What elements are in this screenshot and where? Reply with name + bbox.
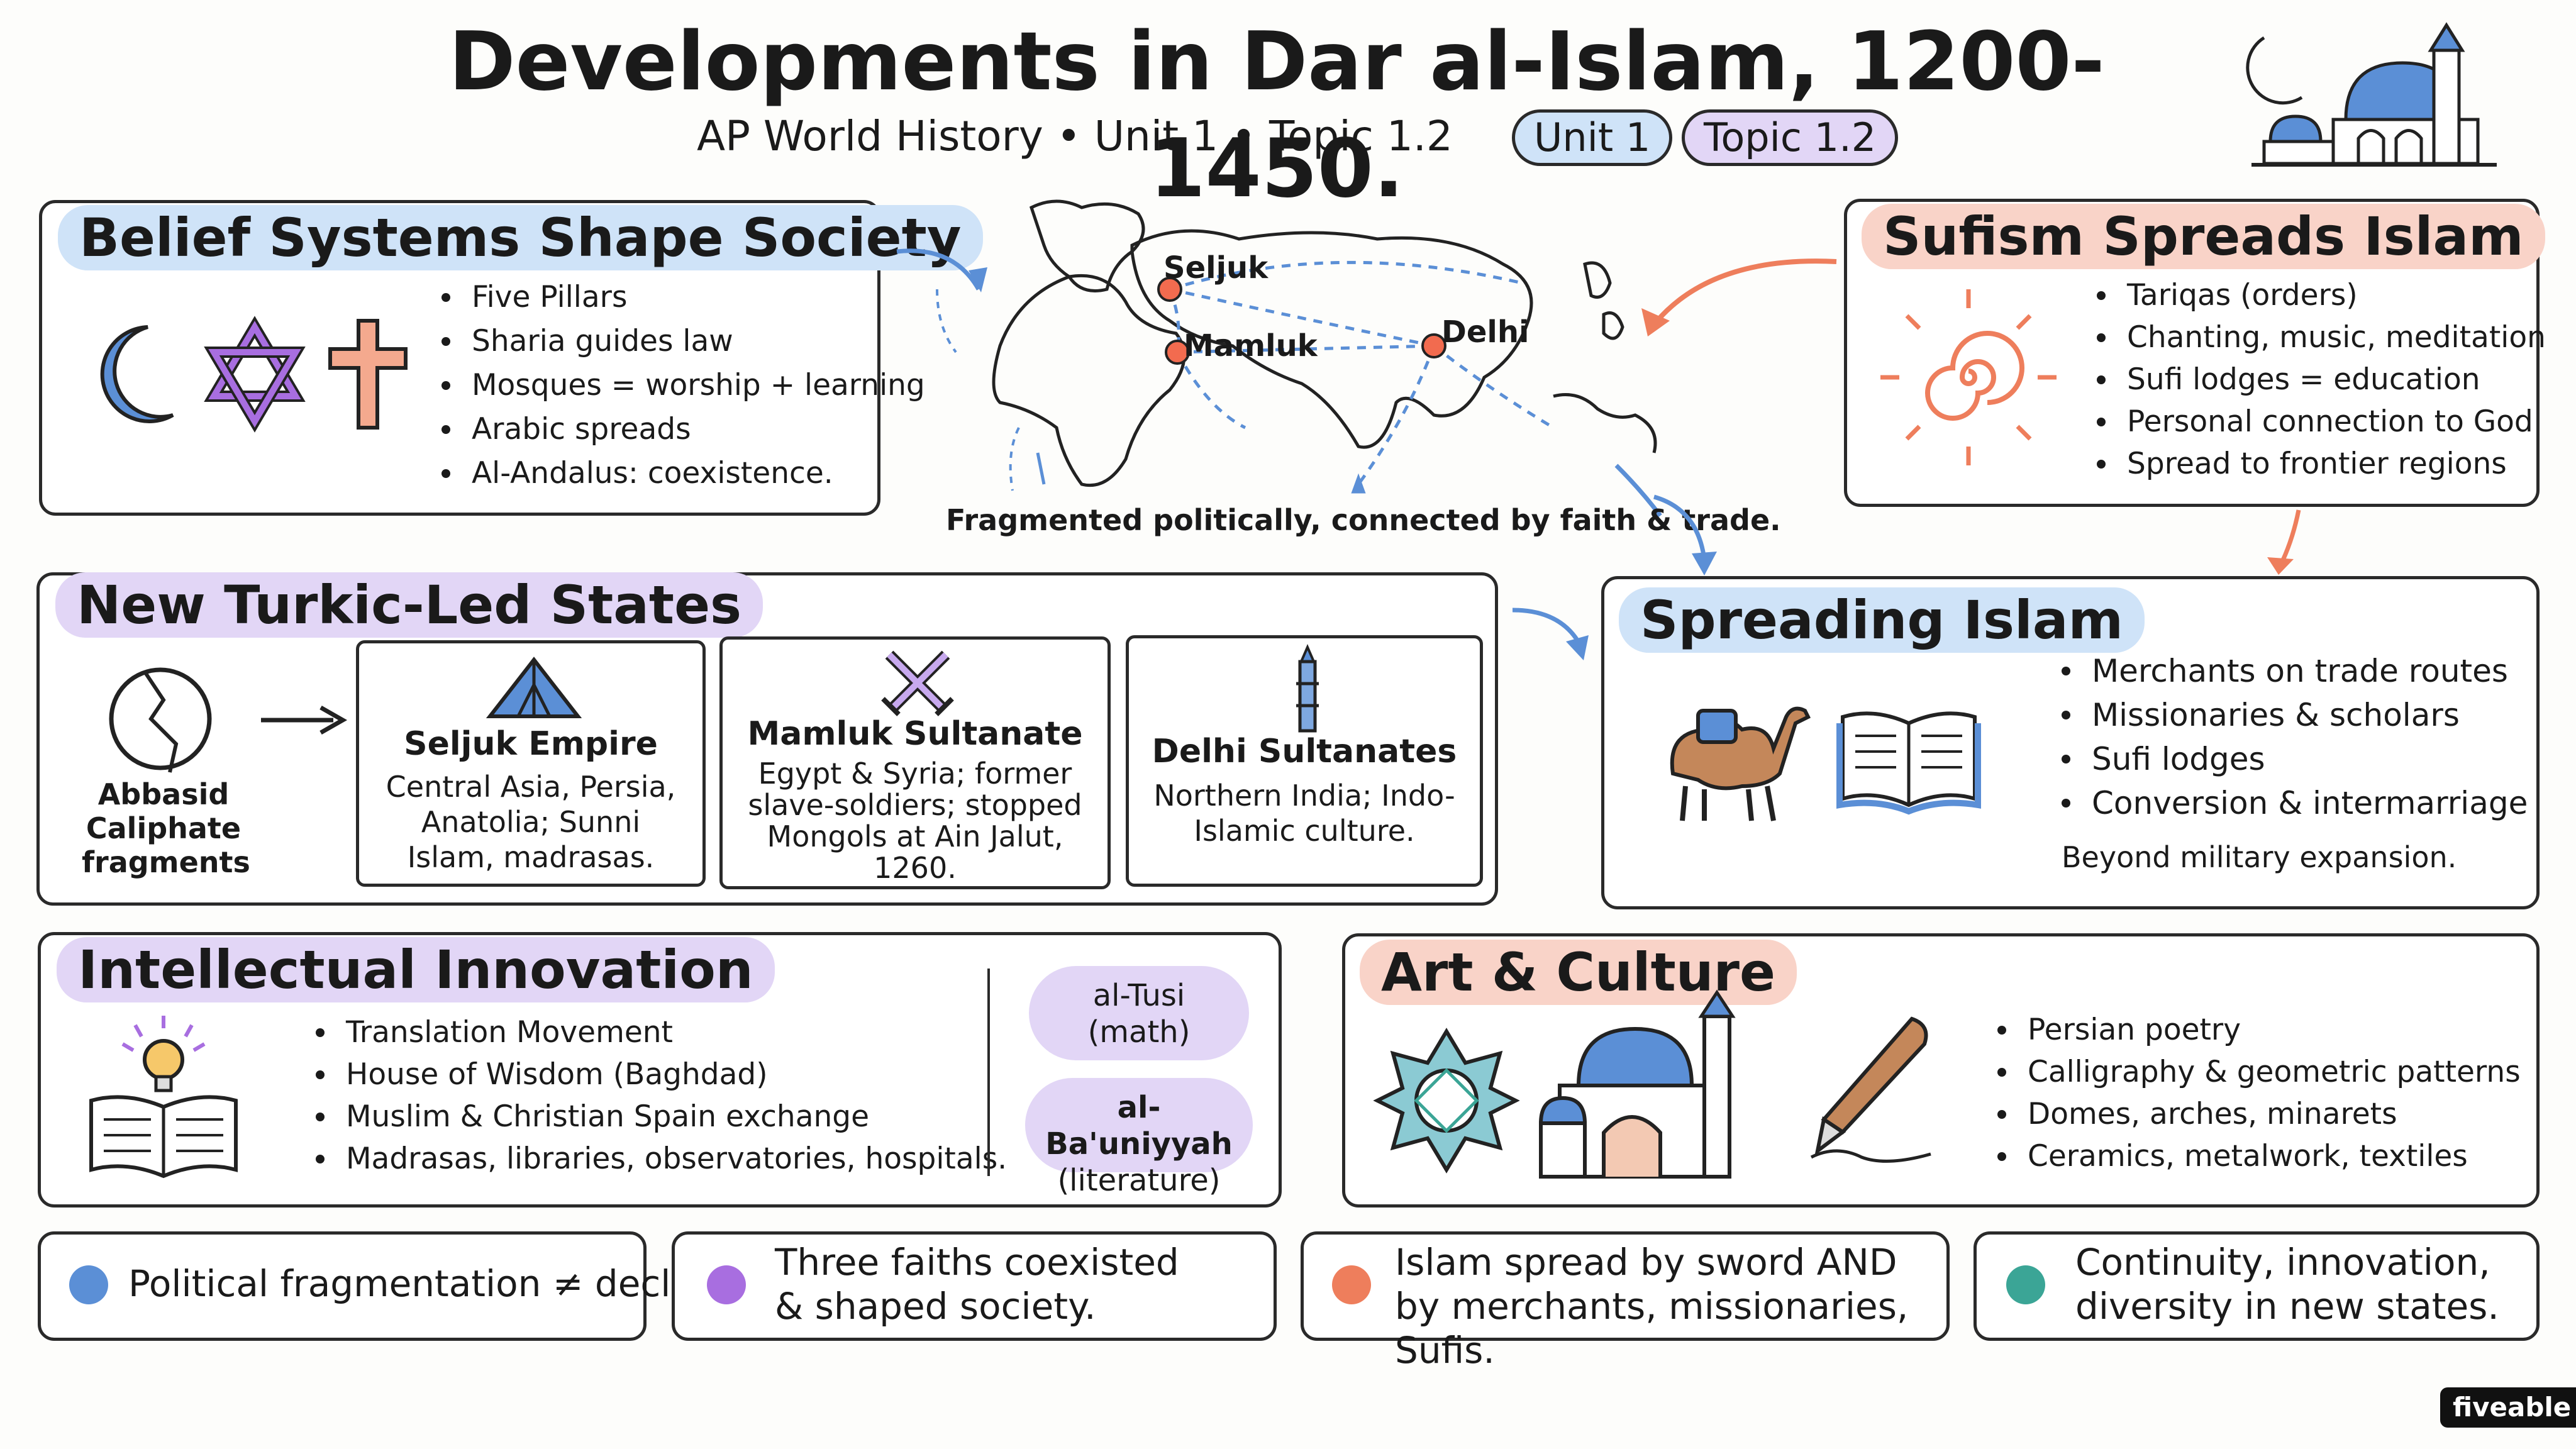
list-item: Sufi lodges (2057, 737, 2528, 781)
cross-icon (328, 319, 408, 430)
crossed-swords-icon (881, 650, 954, 716)
mosque-header-icon (2246, 22, 2497, 167)
open-book-icon (1836, 711, 1981, 815)
page-subtitle: AP World History • Unit 1 • Topic 1.2 (697, 112, 1453, 160)
topic-tag: Topic 1.2 (1682, 109, 1899, 166)
takeaway-card-2 (672, 1231, 1277, 1341)
list-item: Missionaries & scholars (2057, 693, 2528, 737)
list-item: Merchants on trade routes (2057, 649, 2528, 693)
list-item: Madrasas, libraries, observatories, hosp… (311, 1138, 1007, 1180)
spiral-sun-icon (1880, 289, 2057, 465)
person-bauniyyah: al-Ba'uniyyah (literature) (1025, 1078, 1253, 1198)
list-item: Conversion & intermarriage (2057, 781, 2528, 825)
takeaway-dot-blue (69, 1265, 108, 1304)
arrow-right-icon (261, 705, 348, 735)
divider (987, 969, 990, 1176)
seljuk-card: Seljuk Empire Central Asia, Persia, Anat… (356, 640, 706, 887)
map-label-seljuk: Seljuk (1163, 250, 1269, 286)
list-item: Persian poetry (1992, 1009, 2521, 1051)
world-map (896, 199, 1662, 518)
seljuk-marker (1157, 277, 1182, 302)
takeaway-card-1 (38, 1231, 647, 1341)
person-bauniyyah-name: al-Ba'uniyyah (1045, 1090, 1233, 1162)
tent-icon (486, 657, 582, 718)
takeaway-dot-salmon (1332, 1265, 1371, 1304)
belief-systems-title: Belief Systems Shape Society (58, 205, 983, 270)
list-item: Sharia guides law (436, 319, 925, 364)
art-culture-title: Art & Culture (1360, 940, 1797, 1005)
minaret-icon (1296, 643, 1319, 733)
mamluk-name: Mamluk Sultanate (747, 715, 1083, 753)
seljuk-name: Seljuk Empire (404, 725, 658, 763)
star-of-david-icon (204, 316, 306, 433)
list-item: Calligraphy & geometric patterns (1992, 1051, 2521, 1093)
list-item: House of Wisdom (Baghdad) (311, 1053, 1007, 1096)
takeaway-text-1: Political fragmentation ≠ decline. (128, 1262, 738, 1305)
crescent-icon (100, 325, 174, 423)
camel-icon (1670, 706, 1811, 821)
list-item: Personal connection to God (2092, 401, 2546, 443)
sufism-bullets: Tariqas (orders) Chanting, music, medita… (2092, 274, 2546, 485)
mamluk-text: Egypt & Syria; former slave-soldiers; st… (748, 757, 1082, 885)
person-tusi-field: (math) (1087, 1014, 1191, 1050)
takeaway-dot-teal (2006, 1265, 2045, 1304)
intellectual-title: Intellectual Innovation (57, 937, 775, 1002)
takeaway-text-2: Three faiths coexisted & shaped society. (775, 1241, 1179, 1328)
spreading-islam-title: Spreading Islam (1619, 587, 2145, 653)
seljuk-text: Central Asia, Persia, Anatolia; Sunni Is… (386, 770, 676, 874)
list-item: Spread to frontier regions (2092, 443, 2546, 485)
list-item: Al-Andalus: coexistence. (436, 452, 925, 496)
delhi-marker (1421, 333, 1446, 358)
list-item: Muslim & Christian Spain exchange (311, 1096, 1007, 1138)
abbasid-label: Abbasid Caliphate fragments (82, 777, 250, 879)
arrow-from-sufism (1641, 258, 1837, 336)
calligraphy-pen-icon (1810, 1016, 1931, 1163)
turkic-states-title: New Turkic-Led States (55, 572, 763, 638)
list-item: Chanting, music, meditation (2092, 316, 2546, 358)
arrow-to-spreading (1653, 494, 1717, 575)
list-item: Five Pillars (436, 275, 925, 319)
geometric-star-icon (1373, 1028, 1520, 1174)
map-label-delhi: Delhi (1441, 314, 1530, 350)
list-item: Ceramics, metalwork, textiles (1992, 1135, 2521, 1177)
unit-tag: Unit 1 (1512, 109, 1673, 166)
arrow-turkic-to-spreading (1512, 608, 1589, 660)
lightbulb-book-icon (89, 1016, 238, 1179)
arrow-sufism-down (2267, 509, 2301, 575)
spreading-bullets: Merchants on trade routes Missionaries &… (2057, 649, 2528, 825)
map-caption: Fragmented politically, connected by fai… (946, 503, 1781, 537)
takeaway-card-3 (1301, 1231, 1950, 1341)
list-item: Domes, arches, minarets (1992, 1093, 2521, 1135)
list-item: Mosques = worship + learning (436, 364, 925, 408)
intellectual-bullets: Translation Movement House of Wisdom (Ba… (311, 1011, 1007, 1180)
list-item: Translation Movement (311, 1011, 1007, 1053)
takeaway-dot-purple (707, 1265, 746, 1304)
brand-logo: fiveable (2440, 1387, 2576, 1428)
spreading-note: Beyond military expansion. (2062, 840, 2457, 874)
takeaway-text-4: Continuity, innovation, diversity in new… (2075, 1241, 2499, 1328)
list-item: Sufi lodges = education (2092, 358, 2546, 401)
mamluk-card: Mamluk Sultanate Egypt & Syria; former s… (719, 636, 1111, 889)
list-item: Tariqas (orders) (2092, 274, 2546, 316)
takeaway-card-4 (1974, 1231, 2540, 1341)
broken-circle-icon (109, 667, 212, 773)
delhi-name: Delhi Sultanates (1152, 733, 1457, 770)
mamluk-marker (1165, 340, 1190, 365)
map-label-mamluk: Mamluk (1184, 328, 1318, 364)
delhi-card: Delhi Sultanates Northern India; Indo-Is… (1126, 635, 1483, 887)
person-tusi-name: al-Tusi (1092, 978, 1185, 1013)
list-item: Arabic spreads (436, 408, 925, 452)
takeaway-text-3: Islam spread by sword AND by merchants, … (1395, 1241, 1909, 1372)
belief-bullets: Five Pillars Sharia guides law Mosques =… (436, 275, 925, 496)
delhi-text: Northern India; Indo-Islamic culture. (1153, 779, 1455, 848)
person-bauniyyah-field: (literature) (1057, 1163, 1221, 1198)
mosque-icon (1538, 989, 1736, 1179)
page-title: Developments in Dar al-Islam, 1200-1450. (448, 15, 2105, 216)
art-bullets: Persian poetry Calligraphy & geometric p… (1992, 1009, 2521, 1177)
person-tusi: al-Tusi (math) (1029, 966, 1249, 1060)
sufism-title: Sufism Spreads Islam (1862, 204, 2545, 269)
